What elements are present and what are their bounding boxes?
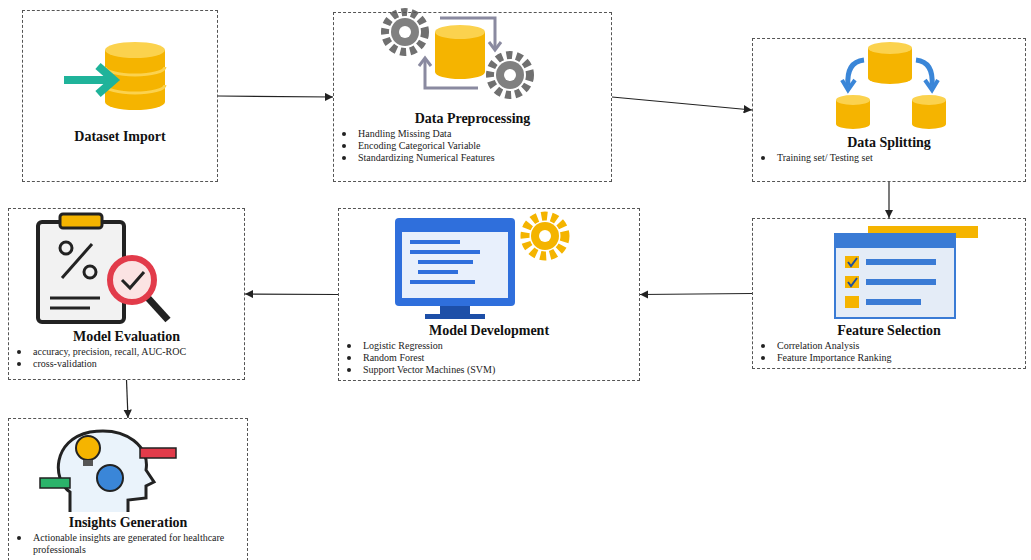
flow-arrow <box>888 182 889 218</box>
splitting-box: Data SplittingTraining set/ Testing set <box>752 38 1026 182</box>
box-heading: Model Evaluation <box>27 329 227 344</box>
box-heading: Dataset Import <box>65 129 175 144</box>
bullet-row: cross-validation <box>9 358 244 370</box>
bullet-dot <box>17 350 21 354</box>
bullet-dot <box>347 356 351 360</box>
bullet-text: Support Vector Machines (SVM) <box>363 364 495 375</box>
evaluation-box: Model Evaluation accuracy, precision, rec… <box>8 208 245 380</box>
insights-box: Insights GenerationActionable insights a… <box>8 418 248 560</box>
bullet-dot <box>17 362 21 366</box>
bullet-row: Standardizing Numerical Features <box>334 152 611 164</box>
bullet-dot <box>342 132 346 136</box>
bullet-text: Encoding Categorical Variable <box>358 140 481 151</box>
bullet-text: Standardizing Numerical Features <box>358 152 495 163</box>
bullet-row: Support Vector Machines (SVM) <box>339 364 639 376</box>
clipboard-magnifier-icon <box>38 214 168 322</box>
database-icon <box>64 42 165 110</box>
bullet-text: Logistic Regression <box>363 340 443 351</box>
bullet-text: Handling Missing Data <box>358 128 451 139</box>
box-heading: Model Development <box>379 323 599 338</box>
bullet-text: accuracy, precision, recall, AUC-ROC <box>33 346 186 357</box>
bullet-dot <box>761 344 765 348</box>
box-heading: Feature Selection <box>789 323 989 338</box>
feature-box: Feature SelectionCorrelation AnalysisFea… <box>752 218 1026 369</box>
head-idea-icon <box>40 431 176 512</box>
split-icon <box>836 42 946 129</box>
bullet-dot <box>347 344 351 348</box>
box-heading: Data Splitting <box>789 135 989 150</box>
box-heading: Insights Generation <box>28 515 228 530</box>
bullet-text: Correlation Analysis <box>777 340 860 351</box>
bullet-row: Random Forest <box>339 352 639 364</box>
bullet-row: Training set/ Testing set <box>753 152 1025 164</box>
bullet-dot <box>342 144 346 148</box>
flow-arrow <box>127 380 129 418</box>
bullet-dot <box>347 368 351 372</box>
flow-arrow <box>640 294 752 295</box>
flow-arrow <box>612 97 752 110</box>
box-heading: Data Preprocessing <box>373 111 573 126</box>
bullet-text: Training set/ Testing set <box>777 152 873 163</box>
checklist-icon <box>835 226 978 318</box>
monitor-gear-icon <box>395 216 565 319</box>
bullet-dot <box>342 156 346 160</box>
flow-arrow <box>218 96 333 97</box>
bullet-text: Random Forest <box>363 352 424 363</box>
bullet-text: cross-validation <box>33 358 97 369</box>
bullet-row: accuracy, precision, recall, AUC-ROC <box>9 346 244 358</box>
bullet-text: Feature Importance Ranking <box>777 352 891 363</box>
preprocessing-box: Data PreprocessingHandling Missing DataE… <box>333 12 612 182</box>
bullet-row: Actionable insights are generated for he… <box>9 532 247 556</box>
bullet-row: Logistic Regression <box>339 340 639 352</box>
bullet-dot <box>761 356 765 360</box>
bullet-text: Actionable insights are generated for he… <box>33 532 224 555</box>
bullet-dot <box>17 536 21 540</box>
model-box: Model DevelopmentLogistic RegressionRand… <box>338 208 640 381</box>
bullet-row: Encoding Categorical Variable <box>334 140 611 152</box>
import-box: Dataset Import <box>22 10 218 182</box>
gears-icon <box>385 12 530 95</box>
bullet-row: Feature Importance Ranking <box>753 352 1025 364</box>
bullet-row: Handling Missing Data <box>334 128 611 140</box>
bullet-row: Correlation Analysis <box>753 340 1025 352</box>
bullet-dot <box>761 156 765 160</box>
flow-arrow <box>245 293 338 295</box>
